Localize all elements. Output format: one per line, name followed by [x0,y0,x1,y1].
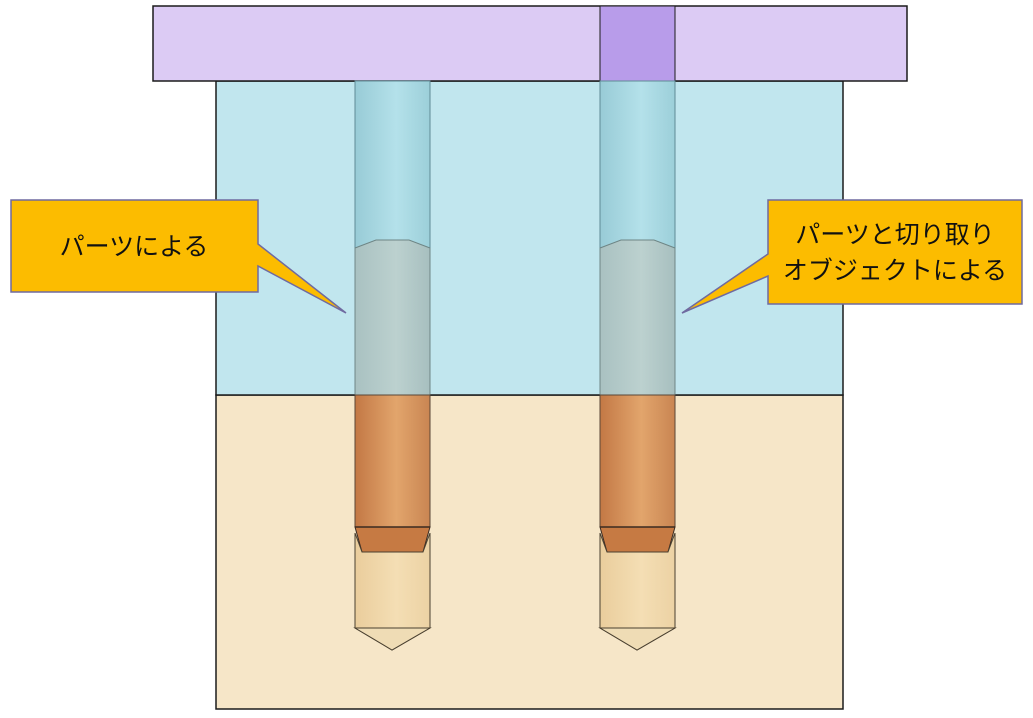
callout-left-text: パーツによる [60,232,209,261]
pin-chamfer-right [599,526,676,553]
bottom-block [215,394,844,710]
callout-left-shape [10,199,347,314]
pin-assembly-left [353,80,432,651]
hole-upper-left [354,80,431,249]
callout-left: パーツによる [10,199,347,314]
callout-right: パーツと切り取り オブジェクトによる [681,199,1023,314]
callout-right-text-line2: オブジェクトによる [783,256,1007,285]
drill-tip-right [598,627,677,651]
drill-tip-left [353,627,432,651]
hole-lower-left [354,239,431,396]
pin-assembly-right [598,80,677,651]
hole-lower-right [599,239,676,396]
callout-right-text-line1: パーツと切り取り [795,220,995,249]
pin-body-right [599,394,676,528]
middle-block [215,80,844,396]
pin-body-left [354,394,431,528]
pin-chamfer-left [354,526,431,553]
callout-right-shape [681,199,1023,314]
hole-upper-right [599,80,676,249]
top-plate [152,5,908,82]
top-plate-through-hole [599,5,676,82]
